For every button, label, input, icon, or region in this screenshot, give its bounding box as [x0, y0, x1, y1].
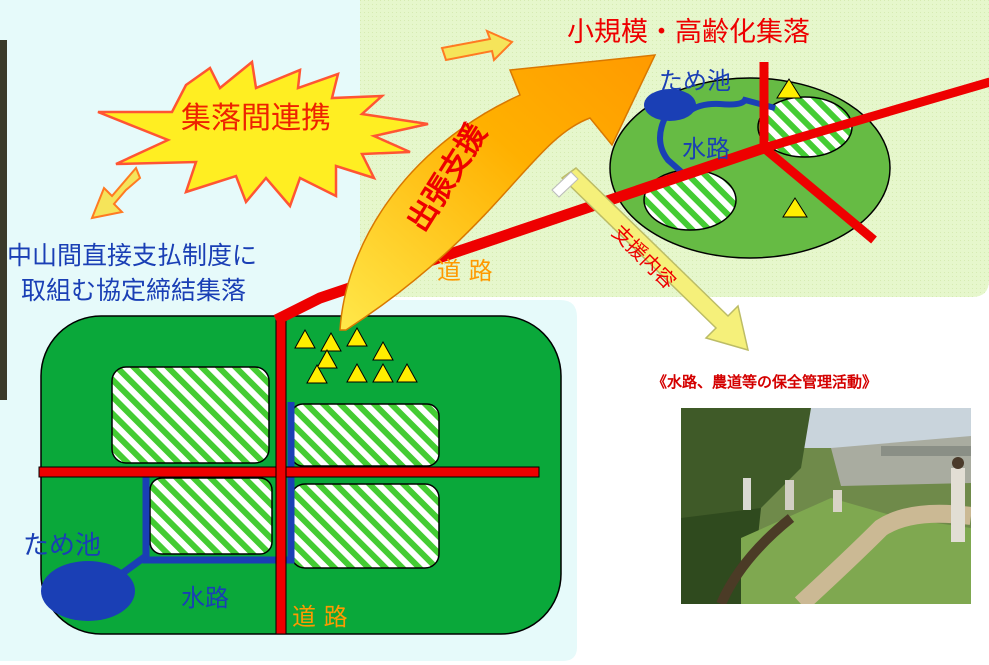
arrow-to-small-village	[440, 29, 514, 62]
small-village-title: 小規模・高齢化集落	[567, 17, 810, 48]
pond-left-label: ため池	[23, 531, 102, 561]
arrow-to-agreement-village	[90, 166, 142, 220]
road-horizontal-left	[38, 466, 540, 478]
pond-right-label: ため池	[659, 67, 731, 95]
water-channel-left-branch	[117, 553, 149, 578]
field	[290, 483, 440, 569]
road-bottom-label: 道 路	[292, 603, 348, 631]
agreement-village-title-line1: 中山間直接支払制度に	[7, 241, 258, 270]
inter-village-cooperation-label: 集落間連携	[181, 101, 331, 136]
channel-right-label: 水路	[682, 135, 730, 163]
pond-right	[644, 89, 696, 121]
water-channel-left	[142, 402, 295, 564]
left-edge-strip	[0, 40, 7, 400]
burst-shape	[97, 59, 429, 209]
main-road	[273, 142, 766, 325]
road-center-label: 道 路	[437, 257, 493, 285]
activity-caption: 《水路、農道等の保全管理活動》	[652, 373, 878, 391]
field	[149, 477, 273, 555]
channel-left-label: 水路	[181, 584, 229, 612]
road-vertical-left	[275, 319, 287, 635]
triangle-cluster	[294, 326, 418, 384]
triangle-marker	[776, 78, 802, 99]
support-content-arrow-cap	[551, 171, 579, 198]
triangle-marker	[782, 197, 808, 218]
pond-left	[41, 561, 135, 621]
field	[111, 366, 270, 464]
agreement-village-title-line2: 取組む協定締結集落	[21, 276, 247, 305]
support-content-arrow	[560, 167, 750, 352]
activity-photo	[681, 408, 971, 604]
field	[290, 403, 440, 467]
dispatch-support-arrow	[339, 54, 657, 331]
photo-image	[681, 408, 971, 604]
water-channel-right	[686, 96, 776, 115]
